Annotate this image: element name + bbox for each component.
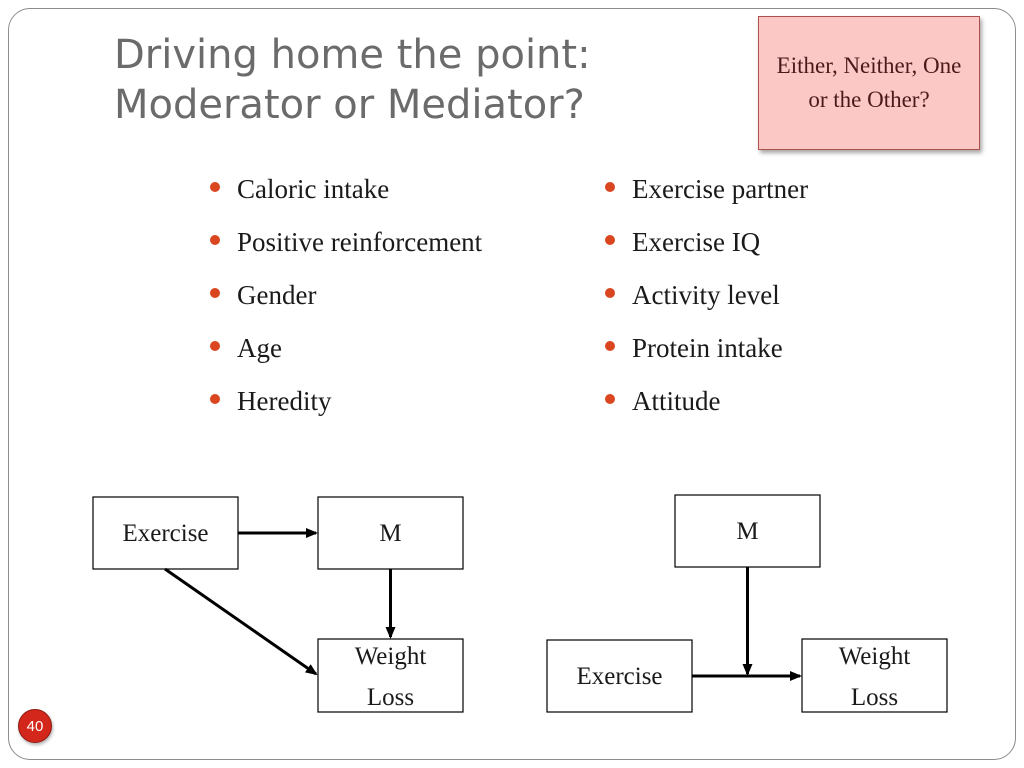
bullet-dot-icon <box>605 235 615 245</box>
bullet-text: Attitude <box>632 386 721 416</box>
bullet-item: Positive reinforcement <box>209 227 482 280</box>
bullet-dot-icon <box>210 394 220 404</box>
weight-loss-label-line2: Loss <box>851 684 898 711</box>
bullet-item: Caloric intake <box>209 174 482 227</box>
bullet-item: Age <box>209 333 482 386</box>
mediator-m-label: M <box>379 520 401 547</box>
exercise-label: Exercise <box>576 663 662 690</box>
bullet-item: Activity level <box>604 280 808 333</box>
weight-loss-label-line1: Weight <box>355 643 427 670</box>
bullet-dot-icon <box>210 341 220 351</box>
mediator-diagram: Exercise M Weight Loss <box>92 496 464 713</box>
bullet-text: Caloric intake <box>237 174 390 204</box>
bullet-text: Activity level <box>632 280 780 310</box>
weight-loss-label-line2: Loss <box>367 684 414 711</box>
bullet-list-left: Caloric intake Positive reinforcement Ge… <box>209 174 482 439</box>
bullet-item: Exercise partner <box>604 174 808 227</box>
bullet-text: Exercise IQ <box>632 227 761 257</box>
bullet-text: Positive reinforcement <box>237 227 483 257</box>
bullet-text: Heredity <box>237 386 332 416</box>
moderator-m-box <box>674 494 821 568</box>
bullet-text: Gender <box>237 280 317 310</box>
bullet-dot-icon <box>210 288 220 298</box>
bullet-item: Protein intake <box>604 333 808 386</box>
mediator-m-box <box>317 496 464 570</box>
bullet-item: Gender <box>209 280 482 333</box>
bullet-item: Exercise IQ <box>604 227 808 280</box>
bullet-dot-icon <box>605 182 615 192</box>
bullet-item: Heredity <box>209 386 482 439</box>
bullet-dot-icon <box>605 341 615 351</box>
bullet-text: Age <box>237 333 282 363</box>
weight-loss-box <box>801 638 948 713</box>
bullet-dot-icon <box>210 235 220 245</box>
weight-loss-box <box>317 638 464 713</box>
page-number: 40 <box>26 717 44 735</box>
title-line-1: Driving home the point: <box>114 32 591 78</box>
bullet-dot-icon <box>210 182 220 192</box>
weight-loss-label-line1: Weight <box>839 643 911 670</box>
exercise-label: Exercise <box>122 520 208 547</box>
page-number-badge: 40 <box>18 709 52 743</box>
bullet-dot-icon <box>605 288 615 298</box>
title-line-2: Moderator or Mediator? <box>114 82 585 128</box>
bullet-list-right: Exercise partner Exercise IQ Activity le… <box>604 174 808 439</box>
bullet-item: Attitude <box>604 386 808 439</box>
bullet-dot-icon <box>605 394 615 404</box>
arrow-exercise-to-weight-loss <box>164 567 318 676</box>
moderator-diagram: M Exercise Weight Loss <box>546 494 948 713</box>
callout-box: Either, Neither, One or the Other? <box>758 16 980 150</box>
callout-text: Either, Neither, One or the Other? <box>776 53 962 112</box>
bullet-text: Exercise partner <box>632 174 809 204</box>
moderator-m-label: M <box>736 518 758 545</box>
exercise-box <box>92 496 239 570</box>
slide-title: Driving home the point: Moderator or Med… <box>114 30 674 130</box>
bullet-text: Protein intake <box>632 333 783 363</box>
